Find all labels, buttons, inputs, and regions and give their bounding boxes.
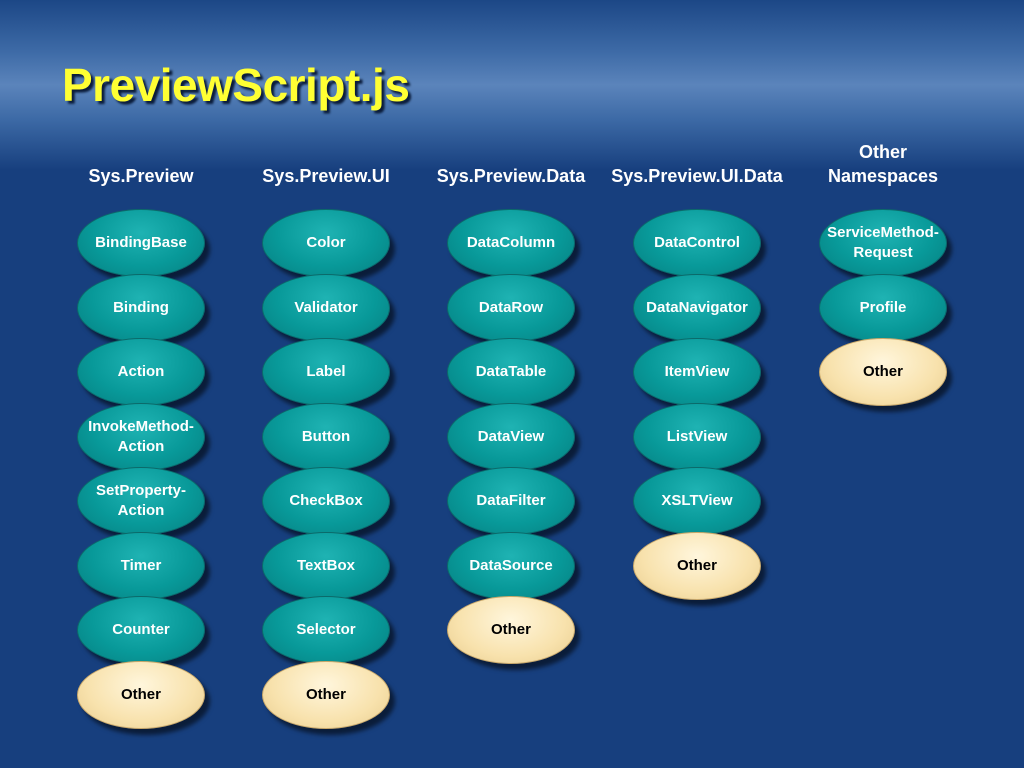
class-node-sys-preview-other: Other <box>77 660 205 729</box>
class-node-sys-preview-invokemethod-action: InvokeMethod- Action <box>77 402 205 471</box>
class-node-sys-preview-ui-data-itemview: ItemView <box>633 338 761 406</box>
class-node-sys-preview-ui-data-other: Other <box>633 531 761 600</box>
title-band <box>0 0 1024 170</box>
class-node-sys-preview-data-datarow: DataRow <box>447 273 575 342</box>
class-node-sys-preview-ui-data-xsltview: XSLTView <box>633 467 761 535</box>
class-node-sys-preview-ui-checkbox: CheckBox <box>262 467 390 535</box>
class-node-sys-preview-ui-button: Button <box>262 402 390 471</box>
class-node-sys-preview-timer: Timer <box>77 531 205 600</box>
class-node-sys-preview-ui-selector: Selector <box>262 596 390 664</box>
column-header-sys-preview-data: Sys.Preview.Data <box>436 166 586 186</box>
page-title: PreviewScript.js <box>62 59 410 111</box>
class-node-sys-preview-counter: Counter <box>77 596 205 664</box>
class-node-sys-preview-action: Action <box>77 338 205 406</box>
class-node-sys-preview-bindingbase: BindingBase <box>77 209 205 277</box>
class-node-sys-preview-ui-data-datacontrol: DataControl <box>633 209 761 277</box>
class-node-other-namespaces-profile: Profile <box>819 273 947 342</box>
class-node-sys-preview-ui-validator: Validator <box>262 273 390 342</box>
class-node-sys-preview-data-datatable: DataTable <box>447 338 575 406</box>
column-header-sys-preview: Sys.Preview <box>88 166 194 186</box>
column-header-other-namespaces: Other Namespaces <box>827 142 939 186</box>
column-header-sys-preview-ui: Sys.Preview.UI <box>262 166 390 186</box>
column-header-sys-preview-ui-data: Sys.Preview.UI.Data <box>611 166 783 186</box>
class-node-sys-preview-binding: Binding <box>77 273 205 342</box>
class-node-other-namespaces-other: Other <box>819 338 947 406</box>
class-node-sys-preview-data-datafilter: DataFilter <box>447 467 575 535</box>
class-node-sys-preview-ui-data-datanavigator: DataNavigator <box>633 273 761 342</box>
class-node-sys-preview-data-datacolumn: DataColumn <box>447 209 575 277</box>
class-node-sys-preview-ui-other: Other <box>262 660 390 729</box>
class-node-sys-preview-setproperty-action: SetProperty- Action <box>77 467 205 535</box>
class-node-sys-preview-ui-data-listview: ListView <box>633 402 761 471</box>
class-node-sys-preview-ui-label: Label <box>262 338 390 406</box>
class-node-sys-preview-data-datasource: DataSource <box>447 531 575 600</box>
class-node-sys-preview-data-other: Other <box>447 596 575 664</box>
class-node-sys-preview-ui-textbox: TextBox <box>262 531 390 600</box>
class-node-sys-preview-ui-color: Color <box>262 209 390 277</box>
class-node-sys-preview-data-dataview: DataView <box>447 402 575 471</box>
class-node-other-namespaces-servicemethod-request: ServiceMethod- Request <box>819 209 947 277</box>
